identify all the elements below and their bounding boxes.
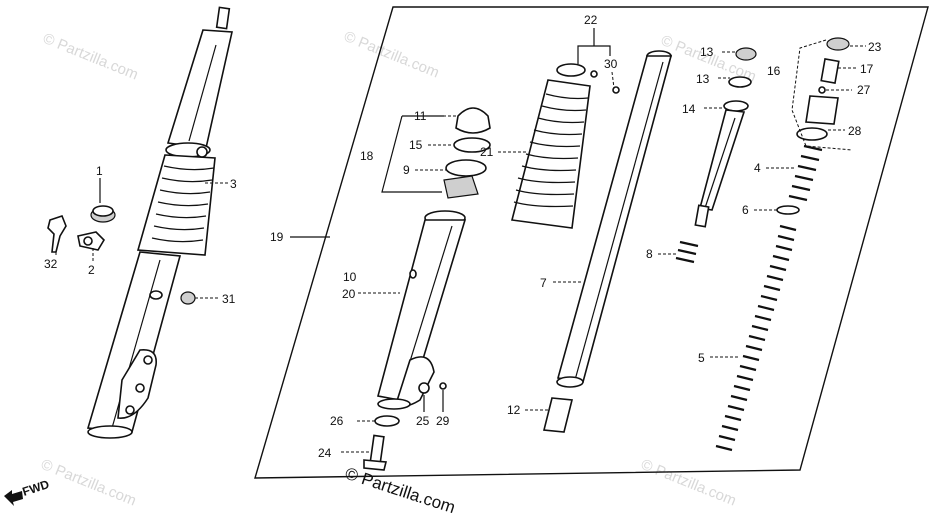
spring-seat xyxy=(776,205,800,215)
fwd-arrow-icon xyxy=(4,490,23,506)
callout-24: 24 xyxy=(318,446,332,460)
callout-22: 22 xyxy=(584,13,598,27)
assembled-fork xyxy=(86,6,233,439)
callout-12: 12 xyxy=(507,403,521,417)
fwd-label: FWD xyxy=(21,477,52,499)
callout-8: 8 xyxy=(646,247,653,261)
callout-28: 28 xyxy=(848,124,862,138)
callout-5: 5 xyxy=(698,351,705,365)
callout-4: 4 xyxy=(754,161,761,175)
callout-7: 7 xyxy=(540,276,547,290)
copyright-notice: © Partzilla.com xyxy=(343,464,458,517)
watermark-5: © Partzilla.com xyxy=(639,456,739,510)
callout-27: 27 xyxy=(857,83,871,97)
callout-10: 10 xyxy=(343,270,357,284)
callout-11: 11 xyxy=(414,109,427,123)
callout-16: 16 xyxy=(767,64,781,78)
callout-13b: 13 xyxy=(696,72,710,86)
spring-short xyxy=(788,144,823,202)
callout-23: 23 xyxy=(868,40,882,54)
fork-slider xyxy=(377,210,467,410)
callout-2: 2 xyxy=(88,263,95,277)
callout-labels: 1 2 3 4 5 6 7 8 9 10 11 12 13 13 14 15 1… xyxy=(44,13,882,460)
fork-cap-group xyxy=(791,37,853,151)
callout-14: 14 xyxy=(682,102,696,116)
callout-18: 18 xyxy=(360,149,374,163)
watermark-2: © Partzilla.com xyxy=(342,28,442,82)
watermark-1: © Partzilla.com xyxy=(41,30,141,84)
seal-group xyxy=(443,107,491,199)
callout-29: 29 xyxy=(436,414,450,428)
callout-1: 1 xyxy=(96,164,103,178)
callout-25: 25 xyxy=(416,414,430,428)
callout-19: 19 xyxy=(270,230,284,244)
dust-boot xyxy=(511,63,620,229)
exploded-view-frame xyxy=(254,6,929,479)
callout-9: 9 xyxy=(403,163,410,177)
callout-6: 6 xyxy=(742,203,749,217)
fork-bushing xyxy=(542,397,574,433)
callout-20: 20 xyxy=(342,287,356,301)
ring-13b xyxy=(728,76,752,88)
fwd-indicator: FWD xyxy=(4,477,51,506)
callout-15: 15 xyxy=(409,138,423,152)
damper-rod xyxy=(675,100,749,264)
left-small-parts xyxy=(47,205,196,305)
callout-13a: 13 xyxy=(700,45,714,59)
fork-tube xyxy=(556,50,673,388)
callout-21: 21 xyxy=(480,145,494,159)
callout-30: 30 xyxy=(604,57,618,71)
callout-17: 17 xyxy=(860,62,874,76)
callout-32: 32 xyxy=(44,257,58,271)
callout-3: 3 xyxy=(230,177,237,191)
watermark-4: © Partzilla.com xyxy=(39,456,139,510)
main-spring xyxy=(715,224,797,452)
leader-lines xyxy=(55,28,866,453)
callout-31: 31 xyxy=(222,292,236,306)
bottom-small-parts xyxy=(363,382,447,471)
ring-13a xyxy=(735,47,757,61)
callout-26: 26 xyxy=(330,414,344,428)
